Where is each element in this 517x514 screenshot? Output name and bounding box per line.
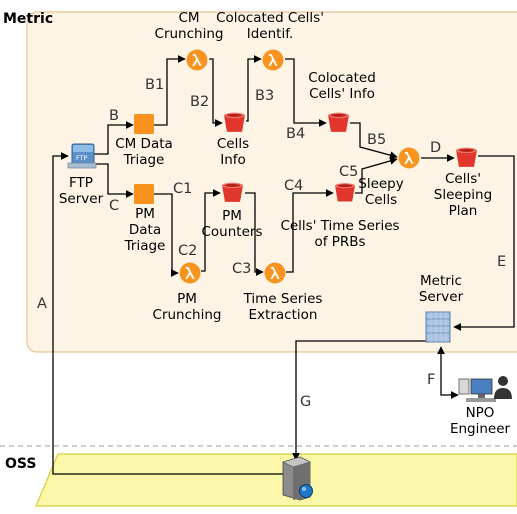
flow-e bbox=[453, 155, 515, 331]
flow-c4 bbox=[286, 189, 334, 273]
prbs-bucket-icon bbox=[335, 183, 355, 202]
edge-label-b2: B2 bbox=[190, 94, 209, 110]
flow-c bbox=[94, 163, 134, 198]
flow-b3 bbox=[246, 55, 262, 122]
flow-c3 bbox=[245, 192, 264, 276]
metric-region bbox=[26, 11, 517, 353]
sleepy-cells-lambda-icon bbox=[398, 147, 420, 169]
edge-label-c5: C5 bbox=[339, 164, 358, 180]
edge-label-e: E bbox=[497, 254, 506, 270]
ftp-server-icon: FTP bbox=[67, 143, 97, 169]
flow-g bbox=[292, 340, 434, 461]
flow-f bbox=[437, 346, 459, 399]
edge-label-b3: B3 bbox=[255, 88, 274, 104]
cm-triage-orange-square-icon bbox=[134, 114, 154, 134]
edge-label-c2: C2 bbox=[178, 243, 197, 259]
edge-label-g: G bbox=[300, 394, 311, 410]
pm-triage-orange-square-icon bbox=[134, 184, 154, 204]
oss-region bbox=[35, 453, 517, 507]
sleeping-plan-bucket-icon bbox=[456, 147, 477, 167]
edge-label-b1: B1 bbox=[145, 77, 164, 93]
cells-info-bucket-icon bbox=[224, 112, 245, 132]
edge-label-b: B bbox=[109, 108, 119, 124]
edge-label-a: A bbox=[37, 296, 47, 312]
colocated-identif-lambda-icon bbox=[262, 49, 284, 71]
pm-crunching-lambda-icon bbox=[179, 262, 201, 284]
cm-crunching-lambda-icon bbox=[186, 49, 208, 71]
edge-label-d: D bbox=[430, 140, 441, 156]
pm-counters-bucket-icon bbox=[222, 182, 243, 202]
edge-label-c: C bbox=[109, 198, 119, 214]
flow-c2 bbox=[201, 189, 221, 272]
npo-engineer-workstation-icon bbox=[458, 376, 512, 402]
metric-server-rack-icon bbox=[425, 311, 451, 343]
ts-extraction-lambda-icon bbox=[264, 262, 286, 284]
colocated-identif-label: Colocated Cells'Identif. bbox=[216, 10, 324, 42]
colocated-info-bucket-icon bbox=[328, 112, 349, 132]
oss-region-title: OSS bbox=[5, 456, 36, 472]
flow-b5 bbox=[350, 122, 398, 159]
edge-label-f: F bbox=[427, 372, 435, 388]
edge-label-b5: B5 bbox=[367, 132, 386, 148]
flow-b bbox=[94, 121, 134, 155]
edge-label-c3: C3 bbox=[232, 261, 251, 277]
flow-c1 bbox=[154, 193, 179, 277]
oss-database-server-icon bbox=[282, 456, 313, 501]
flow-c5 bbox=[355, 157, 398, 194]
flow-b1 bbox=[154, 55, 186, 126]
flow-b2 bbox=[209, 58, 223, 127]
edge-label-c4: C4 bbox=[284, 178, 303, 194]
flow-a bbox=[52, 152, 291, 475]
edge-label-c1: C1 bbox=[173, 181, 192, 197]
edge-label-b4: B4 bbox=[286, 126, 305, 142]
flow-b4 bbox=[285, 58, 327, 127]
ftp-icon-text: FTP bbox=[76, 154, 88, 162]
metric-region-title: Metric bbox=[3, 11, 53, 27]
